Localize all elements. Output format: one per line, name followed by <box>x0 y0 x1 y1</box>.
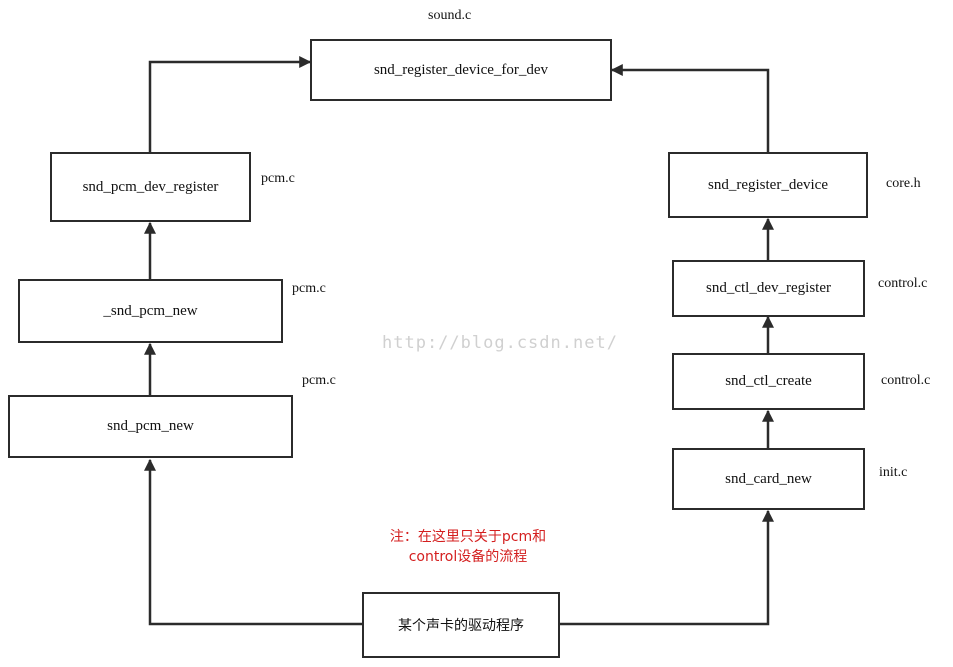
file-label-core-h: core.h <box>886 176 921 191</box>
node-snd-pcm-dev-register: snd_pcm_dev_register <box>50 152 251 222</box>
edge-pcm-dev-register-to-register-device-for-dev <box>148 56 312 152</box>
node-sound-card-driver: 某个声卡的驱动程序 <box>362 592 560 658</box>
node-label: snd_register_device <box>708 176 828 193</box>
edge-driver-to-snd-pcm-new <box>144 458 362 626</box>
node-snd-ctl-create: snd_ctl_create <box>672 353 865 410</box>
file-label-control-c-create: control.c <box>881 373 931 388</box>
node-snd-ctl-dev-register: snd_ctl_dev_register <box>672 260 865 317</box>
edge-driver-to-snd-card-new <box>560 509 774 626</box>
note-annotation: 注：在这里只关于pcm和 control设备的流程 <box>348 527 588 567</box>
file-label-pcm-c-dev-register: pcm.c <box>261 171 295 186</box>
node-snd-pcm-new: snd_pcm_new <box>8 395 293 458</box>
node-snd-card-new: snd_card_new <box>672 448 865 510</box>
node-snd-register-device: snd_register_device <box>668 152 868 218</box>
node-label: snd_ctl_create <box>725 373 812 389</box>
node-label: snd_ctl_dev_register <box>706 280 831 296</box>
edge-snd-register-device-to-register-device-for-dev <box>610 64 770 152</box>
node-label: snd_pcm_new <box>107 418 194 434</box>
watermark: http://blog.csdn.net/ <box>382 333 618 353</box>
file-label-init-c: init.c <box>879 465 908 480</box>
file-label-pcm-c-new: pcm.c <box>302 373 336 388</box>
node-label: 某个声卡的驱动程序 <box>398 618 524 634</box>
file-label-pcm-c-internal-new: pcm.c <box>292 281 326 296</box>
file-label-sound-c: sound.c <box>428 8 472 23</box>
node-internal-snd-pcm-new: _snd_pcm_new <box>18 279 283 343</box>
node-label: _snd_pcm_new <box>103 302 198 319</box>
note-line-1: 注：在这里只关于pcm和 <box>389 529 547 545</box>
node-snd-register-device-for-dev: snd_register_device_for_dev <box>310 39 612 101</box>
node-label: snd_card_new <box>725 470 812 487</box>
node-label: snd_register_device_for_dev <box>373 61 549 78</box>
note-line-2: control设备的流程 <box>408 549 528 565</box>
node-label: snd_pcm_dev_register <box>82 178 219 195</box>
file-label-control-c-dev-register: control.c <box>878 276 928 291</box>
